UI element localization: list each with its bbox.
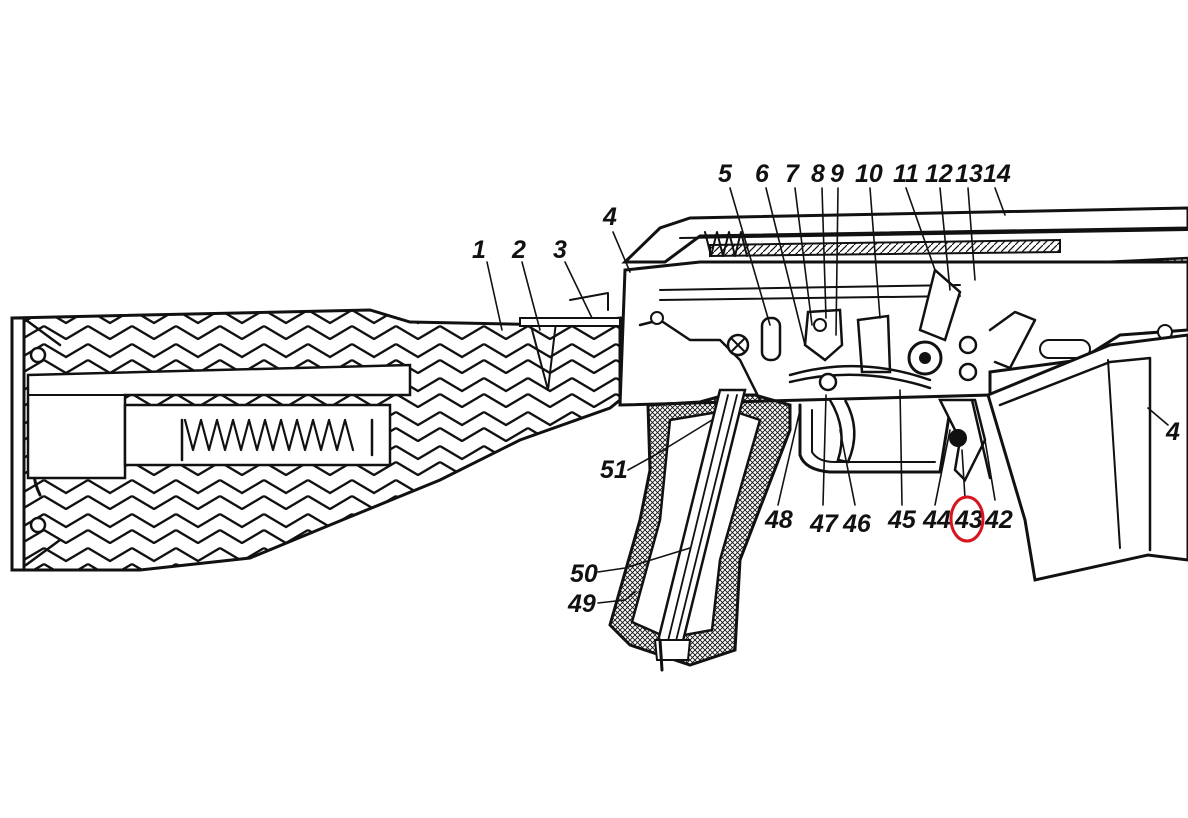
callout-43: 43: [954, 506, 983, 534]
callout-7: 7: [785, 160, 800, 188]
callout-11: 11: [893, 160, 919, 188]
callout-10: 10: [855, 160, 883, 188]
callout-42: 42: [984, 506, 1013, 534]
callout-14: 14: [983, 160, 1011, 188]
buttstock: [10, 292, 647, 572]
pistol-grip: [608, 388, 792, 672]
callout-3: 3: [553, 236, 567, 264]
callout-49: 49: [567, 590, 596, 618]
callout-4-right: 4: [1165, 418, 1180, 446]
callout-6: 6: [755, 160, 770, 188]
callout-50: 50: [570, 560, 598, 588]
callout-4-top: 4: [602, 203, 617, 231]
magazine: [986, 333, 1188, 582]
callout-45: 45: [887, 506, 917, 534]
callout-2: 2: [511, 236, 526, 264]
callout-8: 8: [811, 160, 825, 188]
highlight-ring: [949, 495, 985, 543]
callout-13: 13: [955, 160, 983, 188]
callout-1: 1: [472, 236, 486, 264]
callout-47: 47: [809, 510, 839, 538]
callout-51: 51: [600, 456, 628, 484]
leader-lines: [486, 187, 1169, 604]
callout-12: 12: [925, 160, 953, 188]
callout-44: 44: [922, 506, 951, 534]
callout-46: 46: [842, 510, 872, 538]
callout-labels: 1 2 3 4 5 6 7 8 9 10 11 12 13 14 4 42 43…: [472, 160, 1180, 618]
callout-5: 5: [718, 160, 733, 188]
callout-48: 48: [764, 506, 793, 534]
callout-9: 9: [830, 160, 844, 188]
